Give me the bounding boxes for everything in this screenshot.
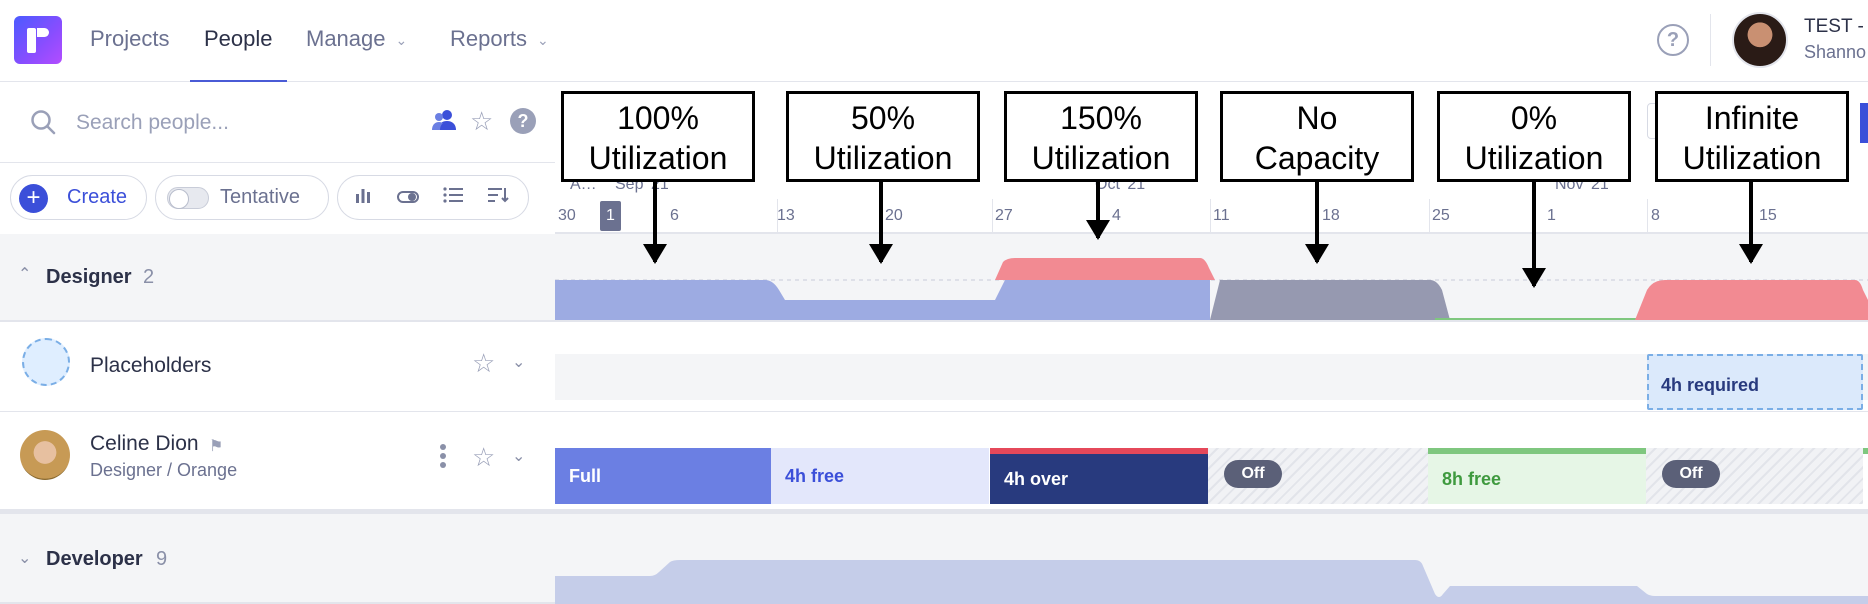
toggle-view-icon[interactable] xyxy=(393,184,423,212)
required-block[interactable]: 4h required xyxy=(1647,354,1863,410)
star-filter-icon[interactable]: ☆ xyxy=(470,106,494,136)
tentative-toggle[interactable]: Tentative xyxy=(155,175,329,220)
arrow-down-icon xyxy=(1305,182,1329,264)
day-label: 11 xyxy=(1213,207,1230,224)
arrow-down-icon xyxy=(1086,182,1110,240)
day-label: 20 xyxy=(885,207,903,224)
day-label: 13 xyxy=(777,207,795,224)
question-icon[interactable]: ? xyxy=(510,108,536,134)
toolbar: +Create Tentative xyxy=(0,163,555,233)
top-navigation-bar: Projects People Manage⌄ Reports⌄ ? TEST … xyxy=(0,0,1868,82)
annotation-150-utilization: 150%Utilization xyxy=(1004,91,1198,182)
designer-utilization-chart xyxy=(555,258,1868,320)
off-badge: Off xyxy=(1662,460,1720,488)
bar-chart-icon[interactable] xyxy=(348,184,378,212)
view-options-group xyxy=(337,175,529,220)
annotation-0-utilization: 0%Utilization xyxy=(1437,91,1631,182)
avatar xyxy=(20,430,70,480)
day-label: 4 xyxy=(1112,207,1121,224)
day-label: 25 xyxy=(1432,207,1450,224)
util-150-over xyxy=(995,258,1215,280)
day-label: 27 xyxy=(995,207,1013,224)
person-role: Designer / Orange xyxy=(90,460,238,480)
star-icon[interactable]: ☆ xyxy=(472,348,496,378)
util-none xyxy=(1210,280,1450,320)
create-button[interactable]: +Create xyxy=(10,175,147,220)
sort-icon[interactable] xyxy=(483,184,513,212)
chevron-down-icon[interactable]: ⌄ xyxy=(512,448,526,465)
search-input[interactable] xyxy=(76,103,406,143)
chevron-down-icon[interactable]: ⌄ xyxy=(18,550,32,567)
user-avatar[interactable] xyxy=(1732,12,1788,68)
group-row-developer[interactable]: ⌄ Developer 9 xyxy=(0,510,1868,604)
time-off-block[interactable]: Off xyxy=(1646,448,1863,504)
arrow-down-icon xyxy=(643,182,667,264)
today-marker[interactable]: 1 xyxy=(600,201,621,231)
people-filter-icon[interactable] xyxy=(430,108,458,132)
chevron-down-icon: ⌄ xyxy=(537,32,549,49)
user-name[interactable]: TEST - xyxy=(1804,16,1864,37)
day-label: 18 xyxy=(1322,207,1340,224)
nav-reports[interactable]: Reports⌄ xyxy=(450,0,549,82)
group-name: Developer xyxy=(46,548,143,570)
day-label: 6 xyxy=(670,207,679,224)
off-badge: Off xyxy=(1224,460,1282,488)
chevron-up-icon[interactable]: ⌃ xyxy=(18,266,32,283)
time-off-block[interactable]: Off xyxy=(1208,448,1428,504)
chevron-down-icon: ⌄ xyxy=(395,32,408,49)
day-label: 8 xyxy=(1651,207,1660,224)
user-account: Shanno xyxy=(1804,42,1867,62)
help-icon[interactable]: ? xyxy=(1657,24,1689,56)
util-0 xyxy=(1435,318,1650,320)
day-label: 1 xyxy=(1547,207,1556,224)
chevron-down-icon[interactable]: ⌄ xyxy=(512,354,526,371)
plus-icon: + xyxy=(19,184,48,213)
tag-icon[interactable]: ⚑ xyxy=(209,438,224,455)
allocation-cell-free-green[interactable]: 8h free xyxy=(1428,454,1646,504)
allocation-cell-over[interactable]: 4h over xyxy=(990,454,1208,504)
group-row-designer[interactable]: ⌃ Designer 2 xyxy=(0,234,1868,322)
person-name[interactable]: Celine Dion xyxy=(90,432,199,455)
allocation-cell-free[interactable]: 4h free xyxy=(771,448,989,504)
scroll-edge-button[interactable] xyxy=(1860,103,1868,143)
person-row-celine-dion[interactable]: Celine Dion ⚑ Designer / Orange ☆ ⌄ Full… xyxy=(0,412,1868,510)
placeholders-label: Placeholders xyxy=(90,354,212,377)
toggle-switch-icon xyxy=(167,187,209,209)
search-row xyxy=(0,83,555,163)
nav-manage[interactable]: Manage⌄ xyxy=(306,0,407,82)
search-icon xyxy=(31,110,56,135)
placeholder-avatar xyxy=(22,338,70,386)
allocation-cell-full[interactable]: Full xyxy=(555,448,771,504)
util-infinite xyxy=(1635,280,1868,320)
kebab-menu-icon[interactable] xyxy=(440,444,446,471)
free-indicator xyxy=(1428,448,1646,454)
arrow-down-icon xyxy=(1522,182,1546,288)
group-count: 9 xyxy=(156,548,168,570)
star-icon[interactable]: ☆ xyxy=(472,442,496,472)
over-indicator xyxy=(990,448,1208,454)
developer-utilization-chart xyxy=(555,560,1868,604)
annotation-50-utilization: 50%Utilization xyxy=(786,91,980,182)
group-count: 2 xyxy=(143,266,155,288)
divider xyxy=(1710,14,1711,66)
arrow-down-icon xyxy=(869,182,893,264)
placeholders-row[interactable]: Placeholders ☆ ⌄ 4h required xyxy=(0,322,1868,412)
nav-people[interactable]: People xyxy=(190,0,286,82)
util-100 xyxy=(555,280,1210,320)
arrow-down-icon xyxy=(1739,182,1763,264)
group-name: Designer xyxy=(46,266,132,288)
app-logo[interactable] xyxy=(14,16,62,64)
day-label: 15 xyxy=(1759,207,1777,224)
day-label: 30 xyxy=(558,207,576,224)
annotation-100-utilization: 100%Utilization xyxy=(561,91,755,182)
nav-projects[interactable]: Projects xyxy=(90,26,170,51)
list-icon[interactable] xyxy=(438,184,468,212)
